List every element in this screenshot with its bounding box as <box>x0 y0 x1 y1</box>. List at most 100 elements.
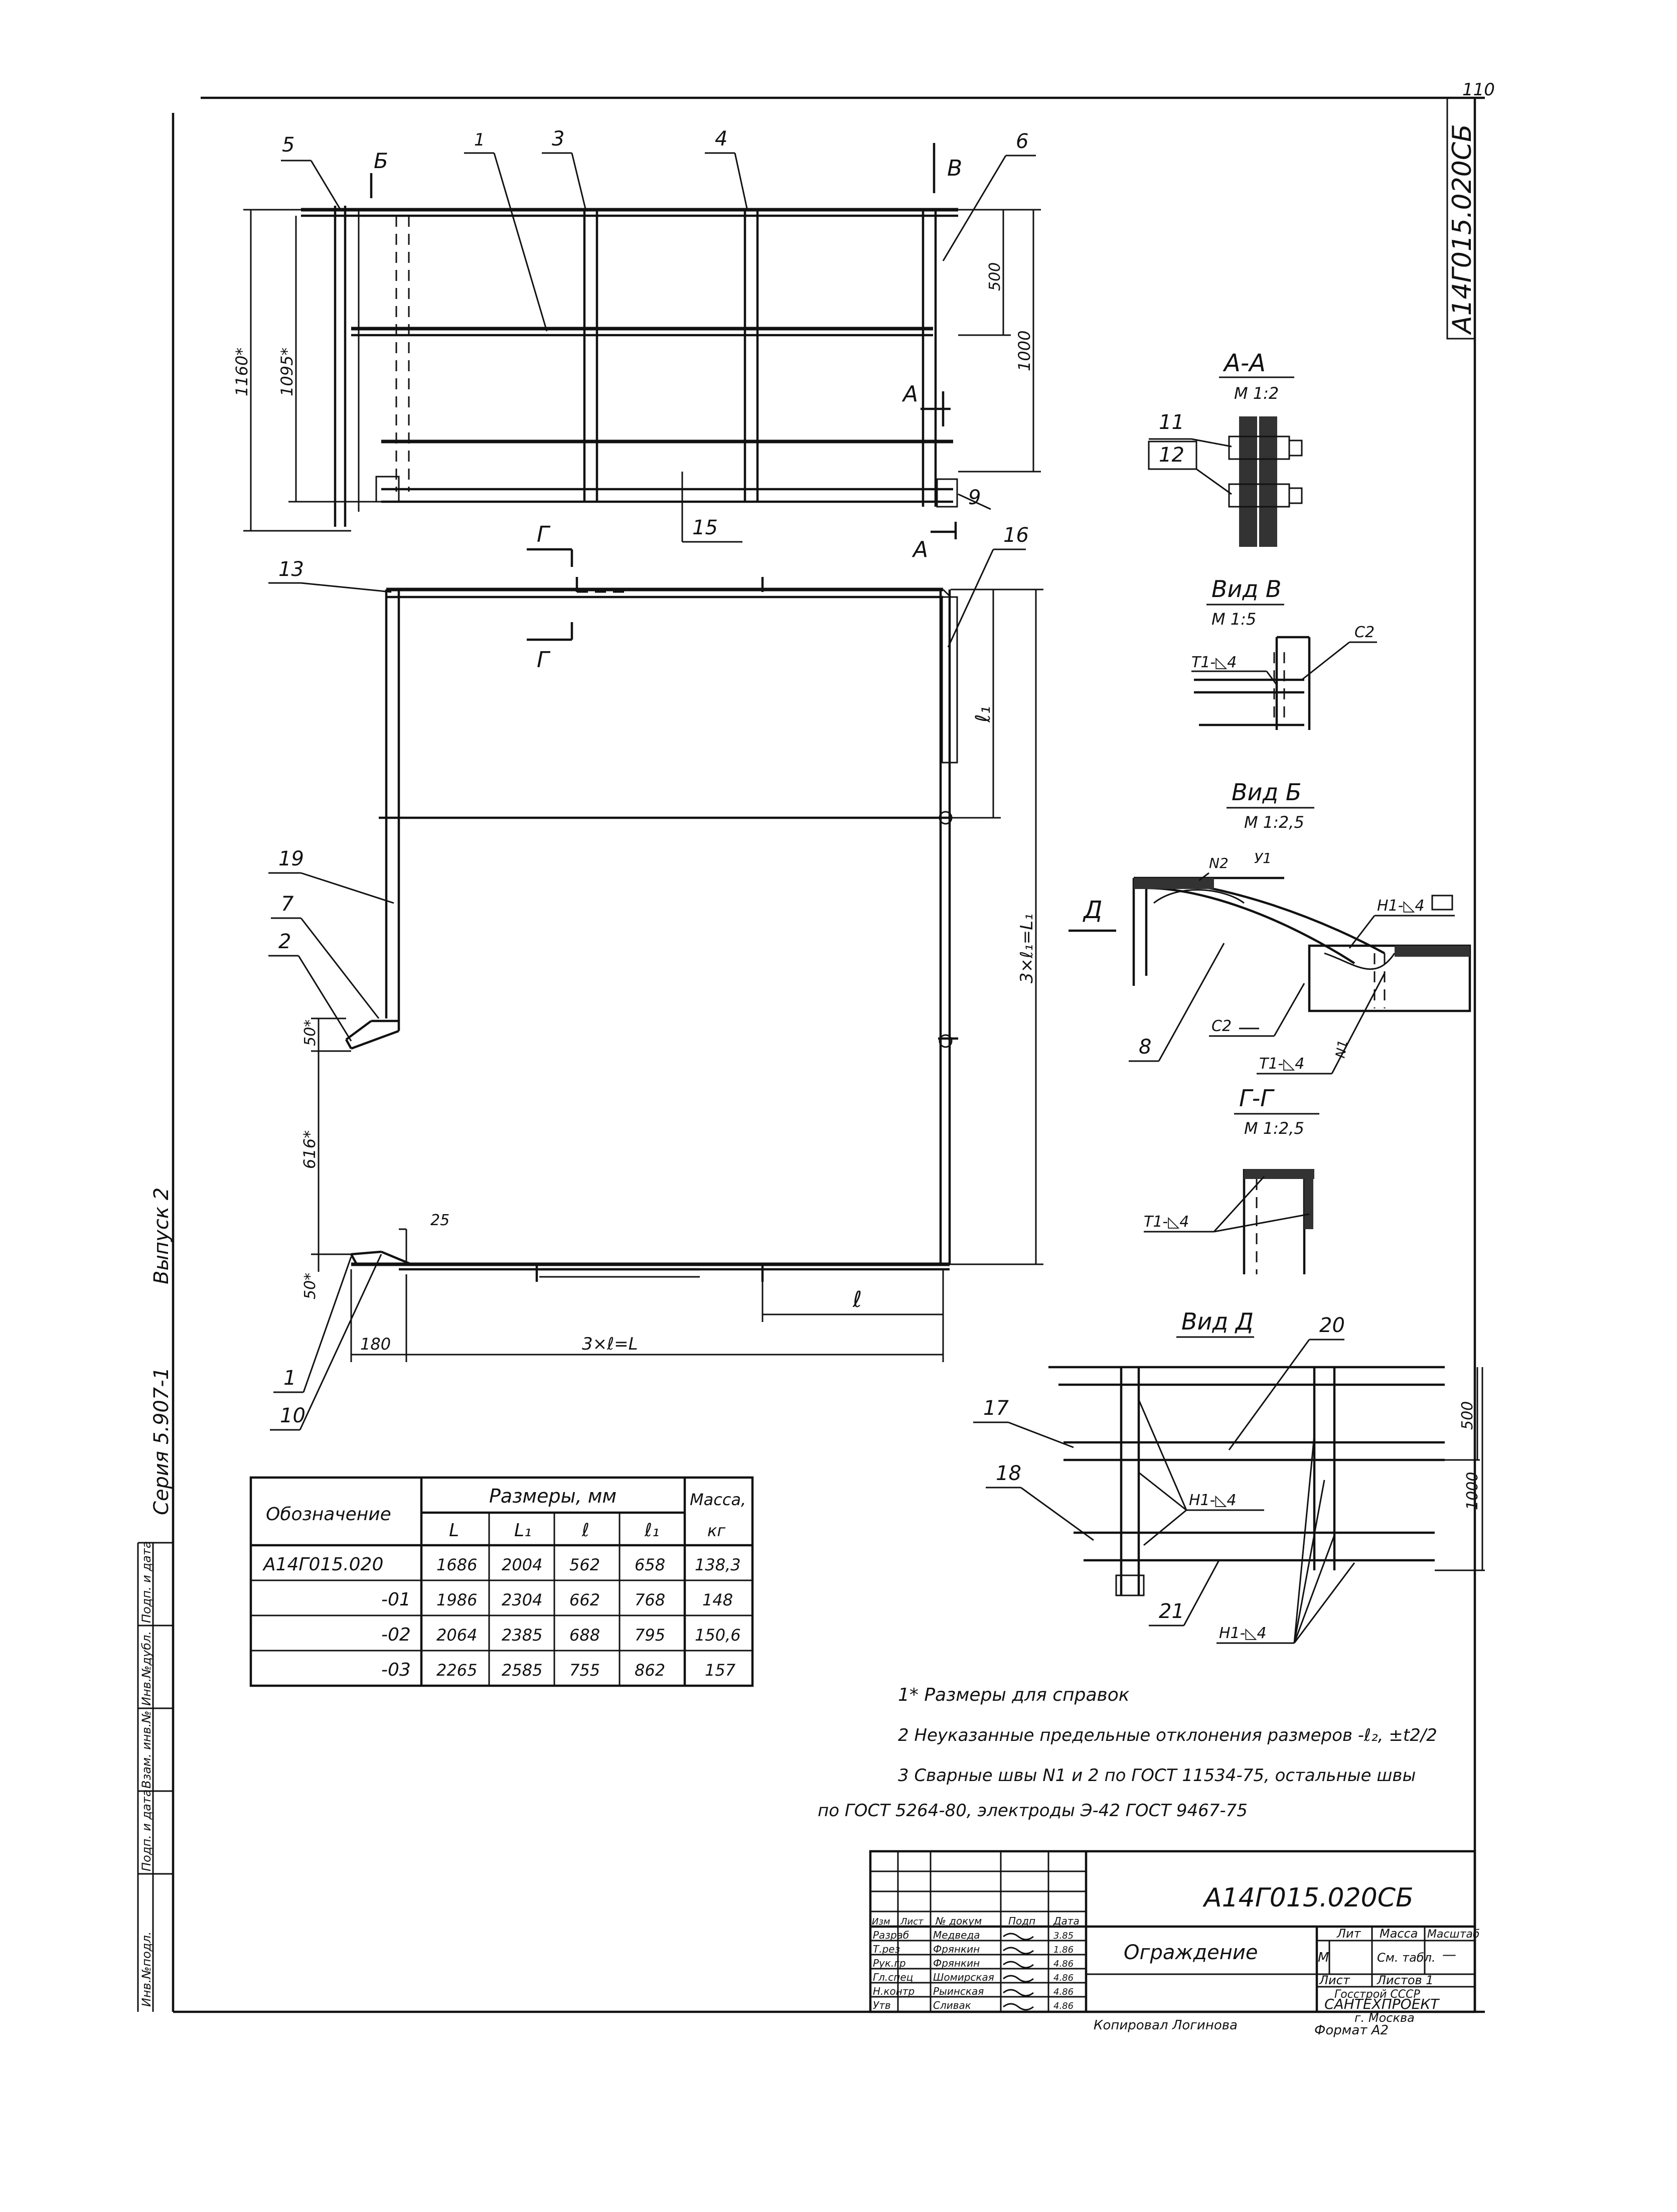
callout-v-top: В <box>947 156 962 181</box>
callout-18: 18 <box>996 1462 1021 1485</box>
tb-col-sign: Подп <box>1008 1915 1035 1927</box>
weld-h1-d4: Н1-◺4 <box>1377 897 1425 915</box>
dim-l: ℓ <box>852 1287 862 1312</box>
tb-person-5: Сливак <box>933 1999 971 2011</box>
callout-6: 6 <box>1016 130 1028 153</box>
view-v-title: Вид В <box>1211 575 1281 603</box>
callout-15: 15 <box>692 516 718 539</box>
tb-org-2: САНТЕХПРОЕКТ <box>1324 1996 1440 2012</box>
view-v: Вид В М 1:5 Т1-◺4 С2 <box>1191 575 1377 730</box>
tb-person-0: Медведа <box>933 1929 980 1941</box>
tb-head-lit: Лит <box>1336 1927 1361 1941</box>
tb-scale-value: — <box>1442 1946 1456 1963</box>
tb-role-2: Рук.гр <box>873 1957 906 1969</box>
dimensions-table: Обозначение Размеры, мм Масса, кг L L₁ ℓ… <box>249 1476 754 1687</box>
tb-date-5: 4.86 <box>1053 2001 1074 2011</box>
tb-sheets-label: Листов 1 <box>1377 1973 1434 1987</box>
view-v-weld-t1: Т1-◺4 <box>1191 654 1237 671</box>
callout-16: 16 <box>1003 524 1029 547</box>
callout-10: 10 <box>280 1404 306 1427</box>
page-number: 110 <box>1462 80 1495 100</box>
tb-person-2: Фрянкин <box>933 1957 980 1969</box>
sheet-frame: 1 10 <box>172 80 1495 2013</box>
dim-1095: 1095* <box>277 348 296 396</box>
table-row-1-L1: 2304 <box>502 1590 542 1609</box>
tb-sheet-label: Лист <box>1319 1973 1350 1987</box>
table-row-1-mass: 148 <box>702 1590 733 1609</box>
view-b-scale: М 1:2,5 <box>1244 813 1304 832</box>
callout-19: 19 <box>278 847 304 870</box>
note-3: 3 Сварные швы N1 и 2 по ГОСТ 11534-75, о… <box>898 1765 1416 1786</box>
strip-label-4: Инв.№дубл. <box>139 1631 154 1706</box>
table-row-0-mass: 138,3 <box>695 1555 741 1574</box>
weld-n2: N2 <box>1209 855 1229 871</box>
tb-date-2: 4.86 <box>1053 1959 1074 1969</box>
strip-label-3: Взам. инв.№ <box>139 1711 154 1789</box>
th-l: ℓ <box>581 1520 589 1541</box>
table-row-0-l: 562 <box>569 1555 600 1574</box>
callout-11: 11 <box>1159 411 1184 434</box>
paper-format: Формат А2 <box>1314 2023 1389 2038</box>
callout-13: 13 <box>278 558 304 581</box>
th-mass: Масса, <box>690 1490 746 1509</box>
th-L: L <box>449 1520 459 1541</box>
dim-3xl: 3×ℓ=L <box>582 1334 638 1354</box>
view-b-title: Вид Б <box>1232 779 1301 806</box>
tb-col-izm: Изм <box>872 1916 890 1927</box>
table-row-0-l1: 658 <box>635 1555 665 1574</box>
view-v-scale: М 1:5 <box>1211 610 1256 629</box>
table-row-2-mass: 150,6 <box>695 1626 741 1645</box>
view-d: Вид Д 500 1000 20 17 18 21 <box>973 1308 1485 1644</box>
table-row-0-L: 1686 <box>436 1555 477 1574</box>
designation-stamp-text: А14Г015.020СБ <box>1447 124 1477 335</box>
table-row-3-mass: 157 <box>705 1661 736 1680</box>
tb-org-3: г. Москва <box>1354 2011 1415 2025</box>
callout-2: 2 <box>278 930 291 953</box>
dim-25: 25 <box>430 1212 449 1229</box>
table-row-0-designation: А14Г015.020 <box>262 1554 383 1575</box>
callout-a-top: А <box>901 381 918 407</box>
table-row-1-l1: 768 <box>635 1590 665 1609</box>
tb-person-4: Рыинская <box>933 1985 984 1997</box>
footer: Копировал Логинова Формат А2 <box>1094 2018 1389 2038</box>
table-row-3-L1: 2585 <box>502 1661 542 1680</box>
tb-mass-value: См. табл. <box>1377 1951 1436 1965</box>
callout-3: 3 <box>552 127 564 151</box>
strip-label-2: Подп. и дата <box>139 1790 154 1872</box>
tb-person-1: Фрянкин <box>933 1943 980 1955</box>
elevation-view: 1160* 1095* 500 1000 5 Б 1 3 4 6 В А 9 1… <box>232 127 1041 562</box>
table-row-2-L1: 2385 <box>502 1626 542 1645</box>
tb-date-4: 4.86 <box>1053 1987 1074 1997</box>
tb-date-1: 1.86 <box>1053 1945 1074 1955</box>
callout-5: 5 <box>282 133 294 157</box>
section-aa-scale: М 1:2 <box>1234 384 1279 403</box>
tb-role-4: Н.контр <box>873 1985 914 1997</box>
title-block-name: Ограждение <box>1124 1941 1258 1964</box>
callout-1-top: 1 <box>474 130 485 150</box>
table-row-3-l1: 862 <box>635 1661 665 1680</box>
section-gg: Г-Г М 1:2,5 Т1-◺4 <box>1144 1085 1319 1274</box>
th-l1: ℓ₁ <box>644 1520 659 1541</box>
section-aa: А-А М 1:2 11 12 <box>1148 349 1303 547</box>
tb-role-0: Разраб <box>873 1929 909 1941</box>
dim-616: 616* <box>300 1130 319 1169</box>
dim-1160: 1160* <box>232 348 251 396</box>
callout-g-top: Г <box>537 522 551 547</box>
view-b-arrow-d: Д <box>1083 896 1103 924</box>
callout-4: 4 <box>715 127 727 151</box>
table-row-2-L: 2064 <box>436 1626 477 1645</box>
weld-y1: У1 <box>1254 850 1272 866</box>
view-d-dim-500: 500 <box>1459 1401 1476 1430</box>
designation-stamp: А14Г015.020СБ <box>1446 97 1477 340</box>
table-row-3-l: 755 <box>569 1661 600 1680</box>
table-row-2-l: 688 <box>569 1626 600 1645</box>
callout-17: 17 <box>983 1397 1009 1420</box>
tb-head-mass: Масса <box>1380 1927 1418 1941</box>
view-d-weld-1: Н1-◺4 <box>1189 1492 1237 1509</box>
view-b: Вид Б М 1:2,5 N2 У1 Н1-◺4 С2 Т1-◺4 N1 <box>1069 779 1471 1075</box>
view-v-weld-c2: С2 <box>1354 624 1375 641</box>
table-row-1-L: 1986 <box>436 1590 477 1609</box>
issue-label: Выпуск 2 <box>150 1188 173 1284</box>
title-block: А14Г015.020СБ Ограждение Лит Масса Масшт… <box>869 1850 1480 2025</box>
